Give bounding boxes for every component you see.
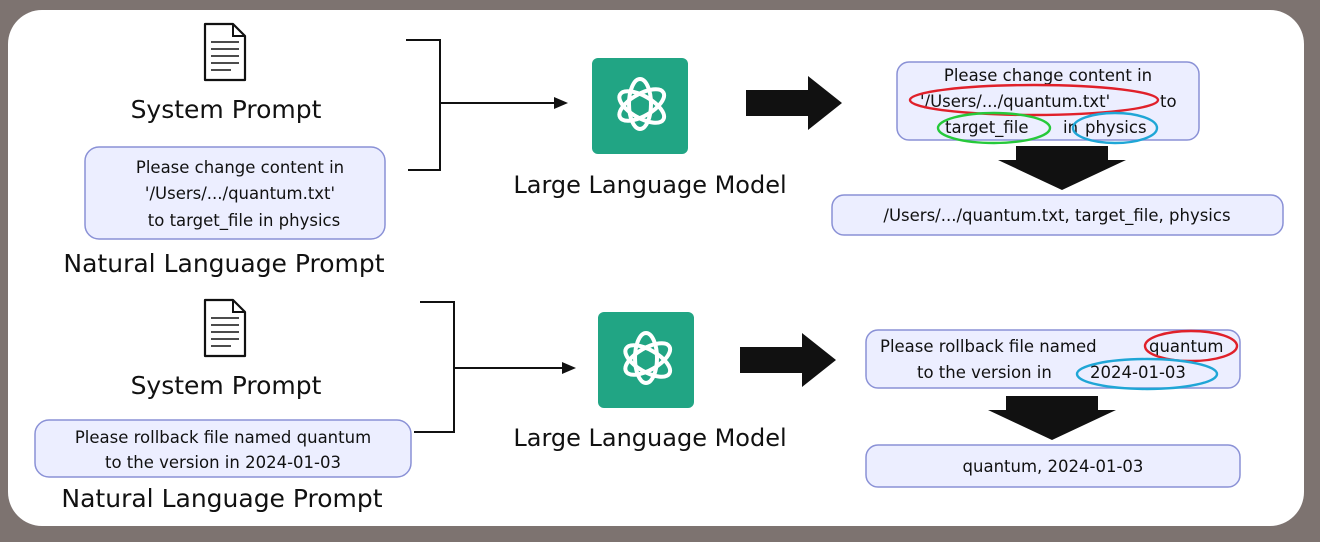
category-token: physics <box>1085 118 1147 137</box>
target-token: target_file <box>945 118 1029 138</box>
annotated-line: Please rollback file named <box>880 337 1097 356</box>
date-token: 2024-01-03 <box>1090 363 1186 382</box>
document-icon <box>203 22 247 82</box>
natural-language-prompt-label: Natural Language Prompt <box>63 249 384 278</box>
annotated-line: Please change content in <box>944 66 1152 85</box>
annotated-line: to the version in <box>917 363 1052 382</box>
result-text: /Users/.../quantum.txt, target_file, phy… <box>883 206 1230 226</box>
down-arrow-icon <box>988 396 1116 440</box>
path-token: '/Users/.../quantum.txt' <box>920 92 1110 111</box>
result-text: quantum, 2024-01-03 <box>963 457 1144 476</box>
highlight-circle-green <box>936 111 1052 145</box>
prompt-box <box>34 419 412 478</box>
prompt-line: '/Users/.../quantum.txt' <box>145 184 335 203</box>
highlight-circle-blue <box>1075 357 1219 391</box>
prompt-line: Please change content in <box>136 158 344 177</box>
annotated-prompt-box <box>865 329 1241 389</box>
highlight-circle-red <box>908 83 1160 117</box>
prompt-line: Please rollback file named quantum <box>75 428 371 447</box>
natural-language-prompt-label: Natural Language Prompt <box>61 484 382 513</box>
model-label: Large Language Model <box>513 424 786 452</box>
bracket-connector <box>406 39 441 171</box>
annotated-prompt-box <box>896 61 1200 141</box>
document-icon <box>203 298 247 358</box>
model-label: Large Language Model <box>513 171 786 199</box>
openai-logo-icon <box>596 310 696 410</box>
arrowhead-icon <box>562 362 576 374</box>
highlight-circle-red <box>1143 329 1239 363</box>
result-box <box>831 194 1284 236</box>
highlight-circle-blue <box>1071 111 1159 145</box>
system-prompt-label: System Prompt <box>131 371 322 400</box>
prompt-line: to target_file in physics <box>148 211 340 231</box>
arrowhead-icon <box>554 97 568 109</box>
openai-logo-icon <box>590 56 690 156</box>
prompt-line: to the version in 2024-01-03 <box>105 453 341 472</box>
name-token: quantum <box>1149 337 1224 356</box>
bracket-connector <box>414 301 455 433</box>
annotated-word: to <box>1160 92 1177 111</box>
down-arrow-icon <box>998 146 1126 190</box>
prompt-box <box>84 146 386 240</box>
block-arrow-icon <box>746 76 842 130</box>
system-prompt-label: System Prompt <box>131 95 322 124</box>
result-box <box>865 444 1241 488</box>
block-arrow-icon <box>740 333 836 387</box>
